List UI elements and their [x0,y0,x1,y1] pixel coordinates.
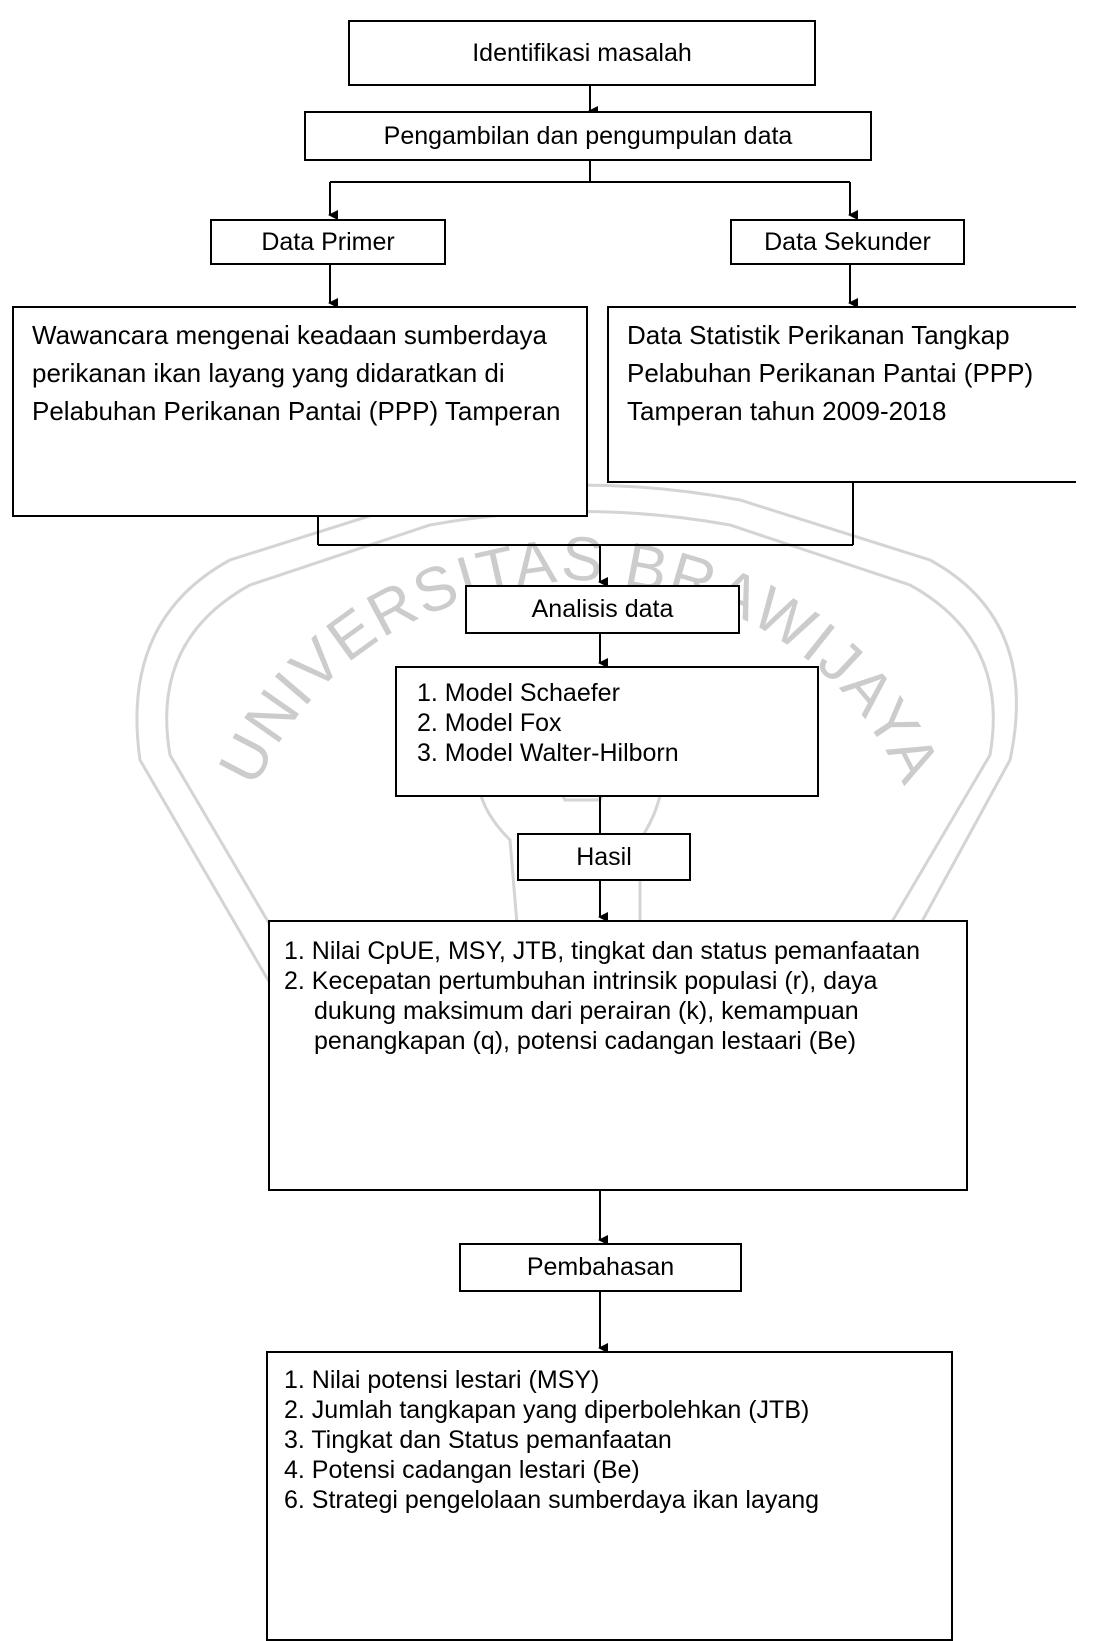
pembahasan-box: Pembahasan [459,1243,742,1292]
analisis-label: Analisis data [531,595,674,623]
model-item: 2. Model Fox [417,709,562,737]
pembahasan-item: 2. Jumlah tangkapan yang diperbolehkan (… [284,1396,810,1424]
data-primer-box: Data Primer [210,219,446,265]
analisis-box: Analisis data [465,585,740,634]
identifikasi-label: Identifikasi masalah [472,38,692,67]
data-primer-label: Data Primer [261,227,395,256]
sekunder-detail-box: Data Statistik Perikanan Tangkap Pelabuh… [607,306,1076,483]
hasil-box: Hasil [517,833,691,881]
data-sekunder-box: Data Sekunder [730,219,965,265]
models-list: 1. Model Schaefer 2. Model Fox 3. Model … [417,678,817,768]
primer-detail-text: Wawancara mengenai keadaan sumberdaya pe… [32,320,561,426]
hasil-item: 1. Nilai CpUE, MSY, JTB, tingkat dan sta… [284,937,920,965]
primer-detail-box: Wawancara mengenai keadaan sumberdaya pe… [12,306,588,517]
pembahasan-items-box: 1. Nilai potensi lestari (MSY) 2. Jumlah… [266,1351,953,1641]
hasil-item: 2. Kecepatan pertumbuhan intrinsik popul… [284,967,878,1055]
model-item: 1. Model Schaefer [417,679,620,707]
hasil-list: 1. Nilai CpUE, MSY, JTB, tingkat dan sta… [284,936,946,1056]
pembahasan-item: 1. Nilai potensi lestari (MSY) [284,1366,600,1394]
pembahasan-list: 1. Nilai potensi lestari (MSY) 2. Jumlah… [284,1365,951,1515]
pembahasan-item: 6. Strategi pengelolaan sumberdaya ikan … [284,1486,820,1514]
hasil-items-box: 1. Nilai CpUE, MSY, JTB, tingkat dan sta… [268,920,968,1191]
data-sekunder-label: Data Sekunder [764,227,931,256]
identifikasi-box: Identifikasi masalah [348,20,816,86]
sekunder-detail-text: Data Statistik Perikanan Tangkap Pelabuh… [627,320,1034,426]
models-box: 1. Model Schaefer 2. Model Fox 3. Model … [395,666,819,797]
pembahasan-item: 4. Potensi cadangan lestari (Be) [284,1456,640,1484]
pengambilan-box: Pengambilan dan pengumpulan data [304,111,872,161]
pembahasan-item: 3. Tingkat dan Status pemanfaatan [284,1426,672,1454]
model-item: 3. Model Walter-Hilborn [417,739,679,767]
pembahasan-label: Pembahasan [526,1253,675,1281]
hasil-label: Hasil [576,842,632,871]
pengambilan-label: Pengambilan dan pengumpulan data [383,121,793,150]
